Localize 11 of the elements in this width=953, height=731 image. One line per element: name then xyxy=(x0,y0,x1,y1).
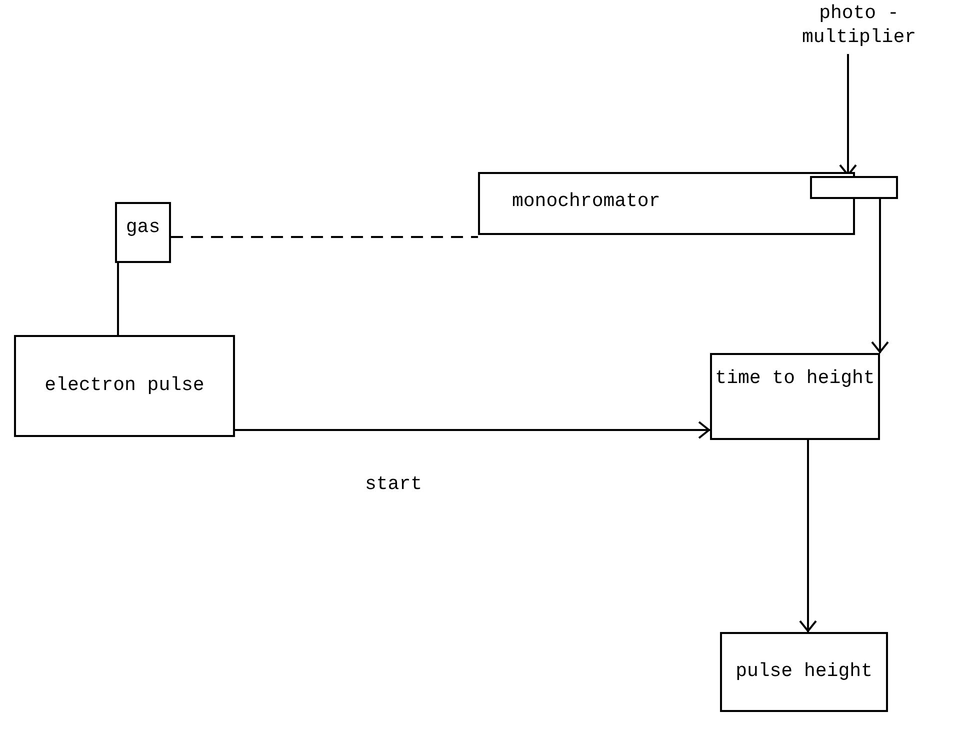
dashed-connector xyxy=(171,236,478,238)
process-box: pulse height xyxy=(720,632,888,712)
process-box: gas xyxy=(115,202,171,263)
arrow xyxy=(871,199,889,353)
arrow xyxy=(799,440,817,632)
process-box: time to height xyxy=(710,353,880,440)
process-box: electron pulse xyxy=(14,335,235,437)
process-label: photo - multiplier xyxy=(768,2,950,54)
process-box: monochromator xyxy=(478,172,855,235)
arrow xyxy=(235,421,710,439)
detector-box xyxy=(810,176,898,199)
